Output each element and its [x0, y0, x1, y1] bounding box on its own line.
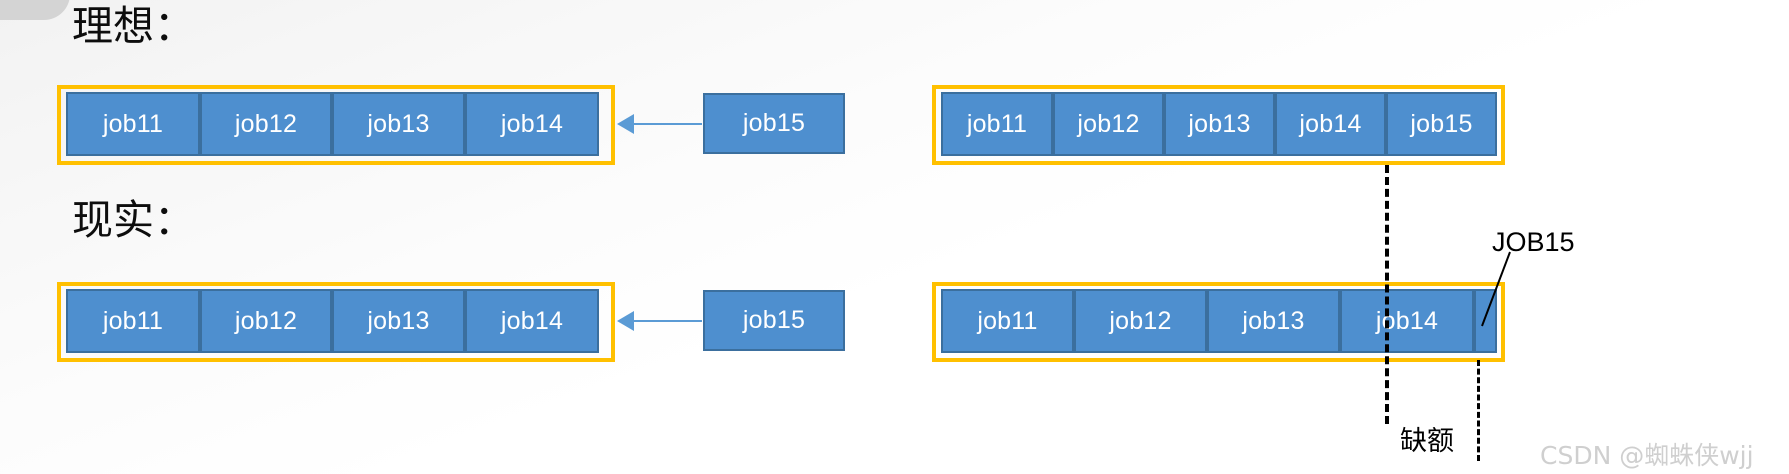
gap-label: 缺额	[1400, 426, 1454, 457]
ideal-right-job-4: job14	[1275, 92, 1386, 156]
ideal-right-job-5: job15	[1386, 92, 1497, 156]
reality-incoming-job: job15	[703, 290, 845, 351]
watermark: CSDN @蜘蛛侠wjj	[1540, 441, 1754, 470]
ideal-left-job-4: job14	[465, 92, 599, 156]
ideal-arrow-head-icon	[617, 114, 634, 134]
reality-left-job-4: job14	[465, 289, 599, 353]
ideal-right-job-1: job11	[941, 92, 1053, 156]
ideal-left-job-1: job11	[66, 92, 200, 156]
reality-right-job-3: job13	[1207, 289, 1340, 353]
ideal-right-job-2: job12	[1053, 92, 1164, 156]
ideal-right-queue-frame	[932, 85, 1505, 165]
heading-reality: 现实：	[72, 196, 195, 244]
reality-left-job-3: job13	[332, 289, 465, 353]
ideal-incoming-job: job15	[703, 93, 845, 154]
ideal-left-queue-frame	[57, 85, 615, 165]
reality-arrow-head-icon	[617, 311, 634, 331]
slide-corner-decoration	[0, 0, 70, 20]
capacity-boundary-dashed-line	[1385, 165, 1389, 424]
reality-arrow-shaft	[634, 320, 702, 322]
reality-left-job-1: job11	[66, 289, 200, 353]
reality-left-queue-frame	[57, 282, 615, 362]
reality-right-overflow-job: JOB15	[1474, 289, 1497, 353]
overflow-callout-label: JOB15	[1492, 227, 1575, 257]
reality-right-job-4: job14	[1340, 289, 1474, 353]
reality-left-job-2: job12	[200, 289, 332, 353]
reality-right-job-2: job12	[1074, 289, 1207, 353]
heading-ideal: 理想：	[72, 2, 195, 50]
ideal-left-job-2: job12	[200, 92, 332, 156]
reality-right-job-1: job11	[941, 289, 1074, 353]
reality-right-queue-frame	[932, 282, 1505, 362]
ideal-left-job-3: job13	[332, 92, 465, 156]
ideal-right-job-3: job13	[1164, 92, 1275, 156]
ideal-arrow-shaft	[634, 123, 702, 125]
overflow-edge-dashed-line	[1477, 360, 1480, 461]
overflow-callout-leader-line	[1481, 251, 1511, 327]
